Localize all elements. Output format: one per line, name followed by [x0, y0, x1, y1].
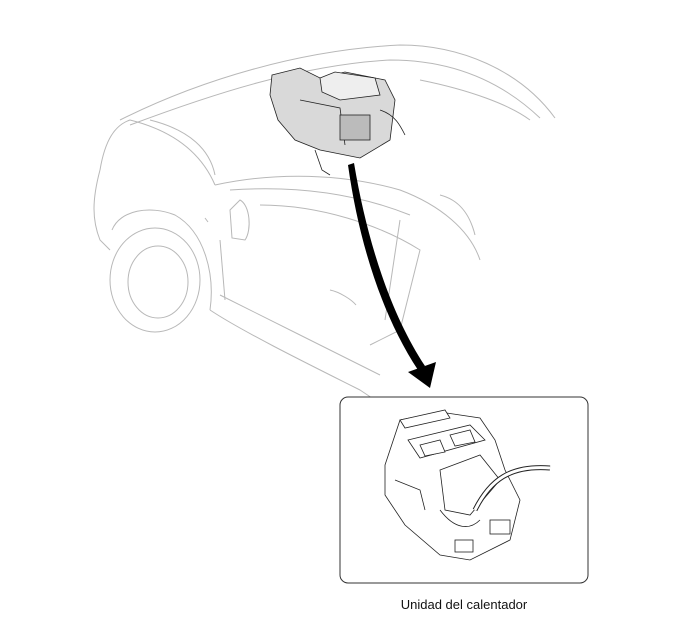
- figure-caption: Unidad del calentador: [400, 597, 528, 612]
- heater-unit-in-car: [269, 67, 406, 176]
- callout-arrow: [348, 163, 436, 388]
- heater-unit-detail: [384, 409, 551, 561]
- car-outline: [93, 44, 556, 431]
